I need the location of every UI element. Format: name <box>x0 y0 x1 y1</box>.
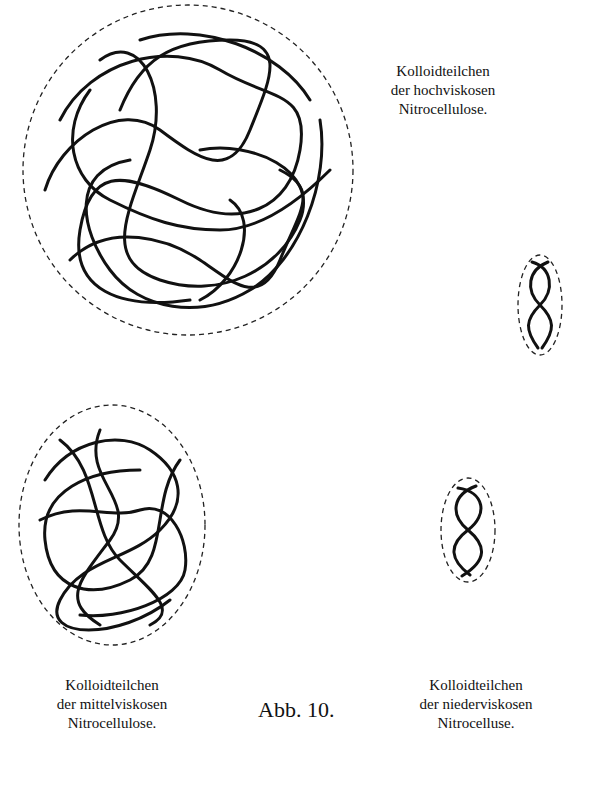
figure-number: Abb. 10. <box>258 697 334 723</box>
particle-low-viscosity: Kolloidteilchen der niederviskosen Nitro… <box>395 250 595 765</box>
high-viscosity-particle <box>15 0 520 345</box>
particle-caption: Kolloidteilchen der mittelviskosen Nitro… <box>57 676 168 733</box>
particle-caption: Kolloidteilchen der niederviskosen Nitro… <box>420 676 533 733</box>
particle-high-viscosity: Kolloidteilchen der hochviskosen Nitroce… <box>15 0 520 345</box>
medium-viscosity-particle <box>10 398 220 768</box>
particle-medium-viscosity: Kolloidteilchen der mittelviskosen Nitro… <box>10 398 220 768</box>
particle-caption: Kolloidteilchen der hochviskosen Nitroce… <box>391 62 496 119</box>
